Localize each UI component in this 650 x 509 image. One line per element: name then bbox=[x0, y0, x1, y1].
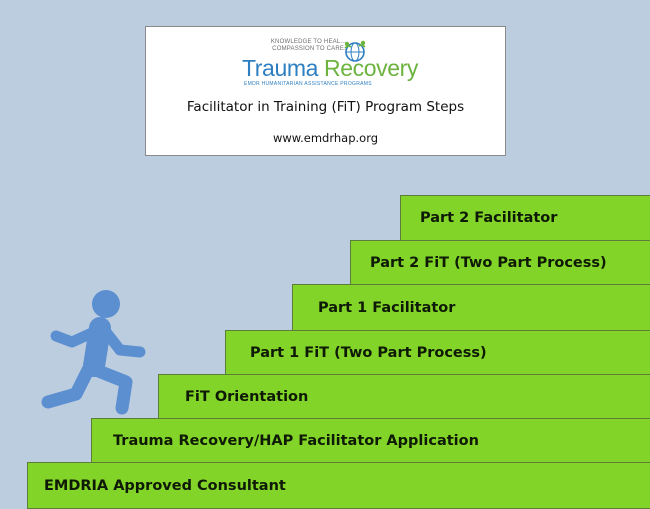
step-3: FiT Orientation bbox=[158, 374, 650, 419]
tagline-line-2: COMPASSION TO CARE. bbox=[272, 46, 346, 52]
step-6-label: Part 2 FiT (Two Part Process) bbox=[370, 254, 607, 271]
step-3-label: FiT Orientation bbox=[185, 388, 309, 405]
climbing-person-icon bbox=[41, 290, 146, 415]
brand-subtitle: EMDR HUMANITARIAN ASSISTANCE PROGRAMS bbox=[244, 81, 372, 87]
step-7-label: Part 2 Facilitator bbox=[420, 210, 558, 226]
step-2: Trauma Recovery/HAP Facilitator Applicat… bbox=[91, 418, 650, 463]
tagline-line-1: KNOWLEDGE TO HEAL... bbox=[270, 39, 346, 45]
step-5: Part 1 Facilitator bbox=[292, 284, 650, 331]
step-4: Part 1 FiT (Two Part Process) bbox=[225, 330, 650, 375]
step-5-label: Part 1 Facilitator bbox=[318, 299, 456, 316]
step-6: Part 2 FiT (Two Part Process) bbox=[350, 240, 650, 285]
globe-logo-icon bbox=[344, 40, 366, 62]
brand-name-part2: Recovery bbox=[324, 55, 418, 81]
logo-tagline: KNOWLEDGE TO HEAL... COMPASSION TO CARE. bbox=[242, 39, 346, 53]
header-card: KNOWLEDGE TO HEAL... COMPASSION TO CARE.… bbox=[145, 26, 506, 156]
step-7: Part 2 Facilitator bbox=[400, 195, 650, 241]
diagram-title: Facilitator in Training (FiT) Program St… bbox=[186, 99, 465, 115]
step-1-label: EMDRIA Approved Consultant bbox=[44, 477, 286, 494]
brand-name-part1: Trauma bbox=[242, 55, 318, 81]
website-url: www.emdrhap.org bbox=[272, 131, 379, 145]
step-1: EMDRIA Approved Consultant bbox=[27, 462, 650, 509]
brand-name: Trauma Recovery bbox=[242, 55, 418, 81]
step-4-label: Part 1 FiT (Two Part Process) bbox=[250, 344, 487, 361]
step-2-label: Trauma Recovery/HAP Facilitator Applicat… bbox=[113, 432, 479, 449]
